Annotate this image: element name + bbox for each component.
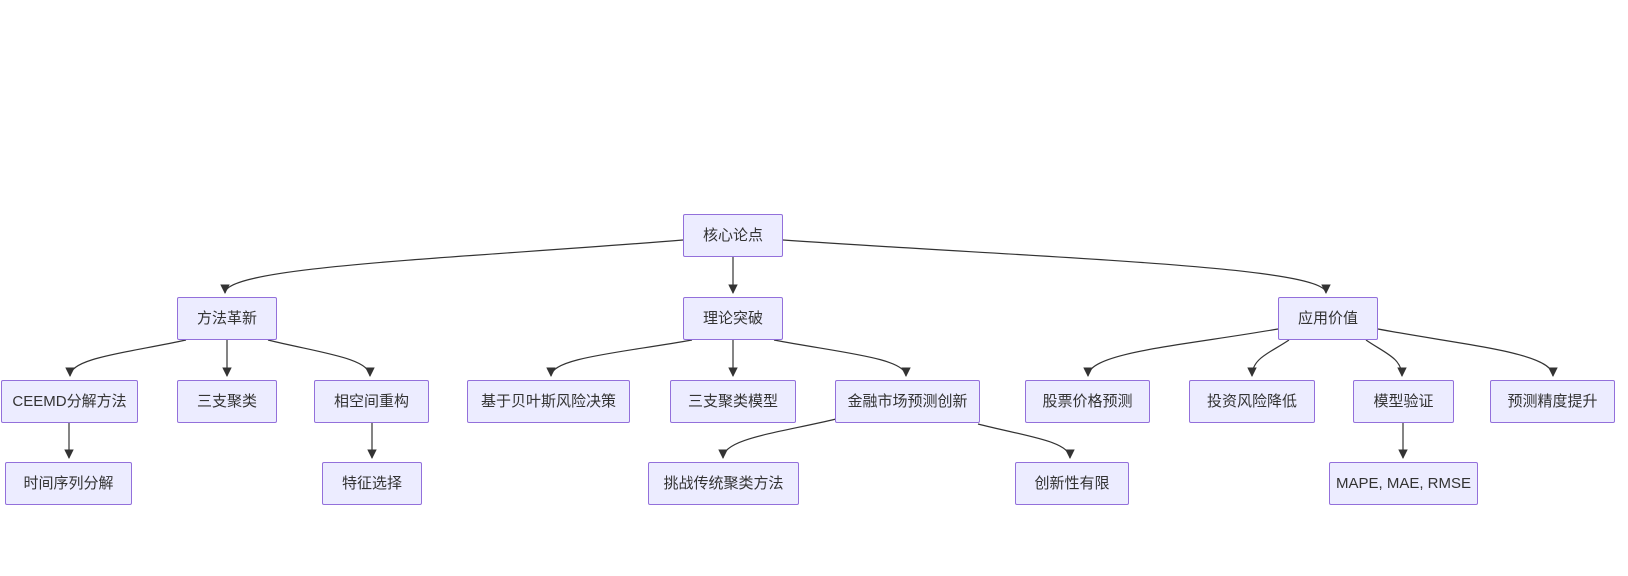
node-label: 挑战传统聚类方法 <box>663 475 784 492</box>
node-label: 方法革新 <box>196 310 257 327</box>
node-stock-price-prediction: 股票价格预测 <box>1025 380 1150 423</box>
node-label: 时间序列分解 <box>23 475 114 492</box>
node-label: MAPE, MAE, RMSE <box>1335 475 1472 492</box>
node-label: 理论突破 <box>702 310 763 327</box>
node-limited-innovation: 创新性有限 <box>1015 462 1129 505</box>
edge-application-value-to-prediction-accuracy-improvement <box>1377 328 1558 377</box>
node-label: 金融市场预测创新 <box>847 393 968 410</box>
node-bayesian-risk-decision: 基于贝叶斯风险决策 <box>467 380 630 423</box>
node-label: 应用价值 <box>1297 310 1358 327</box>
node-ceemd-decomposition: CEEMD分解方法 <box>1 380 138 423</box>
node-three-way-clustering-model: 三支聚类模型 <box>670 380 796 423</box>
node-phase-space-reconstruction: 相空间重构 <box>314 380 429 423</box>
node-label: CEEMD分解方法 <box>12 393 127 410</box>
edge-financial-market-prediction-innovation-to-limited-innovation <box>977 423 1075 459</box>
node-label: 三支聚类 <box>196 393 257 410</box>
node-label: 预测精度提升 <box>1507 393 1598 410</box>
node-investment-risk-reduction: 投资风险降低 <box>1189 380 1315 423</box>
node-prediction-accuracy-improvement: 预测精度提升 <box>1490 380 1615 423</box>
node-feature-selection: 特征选择 <box>322 462 422 505</box>
edge-financial-market-prediction-innovation-to-challenge-traditional-clustering <box>718 418 837 459</box>
node-label: 创新性有限 <box>1034 475 1110 492</box>
edge-application-value-to-stock-price-prediction <box>1083 328 1279 377</box>
node-financial-market-prediction-innovation: 金融市场预测创新 <box>835 380 980 423</box>
edge-core-thesis-to-application-value <box>782 239 1331 294</box>
node-theory-breakthrough: 理论突破 <box>683 297 783 340</box>
edge-method-innovation-to-ceemd-decomposition <box>65 339 187 377</box>
node-three-way-clustering: 三支聚类 <box>177 380 277 423</box>
node-label: 特征选择 <box>341 475 402 492</box>
node-core-thesis: 核心论点 <box>683 214 783 257</box>
node-label: 投资风险降低 <box>1206 393 1297 410</box>
node-label: 基于贝叶斯风险决策 <box>480 393 616 410</box>
node-label: 三支聚类模型 <box>687 393 778 410</box>
node-label: 相空间重构 <box>333 393 409 410</box>
node-method-innovation: 方法革新 <box>177 297 277 340</box>
edge-method-innovation-to-phase-space-reconstruction <box>267 339 375 377</box>
node-challenge-traditional-clustering: 挑战传统聚类方法 <box>648 462 799 505</box>
node-label: 股票价格预测 <box>1042 393 1133 410</box>
node-model-validation: 模型验证 <box>1353 380 1454 423</box>
edge-theory-breakthrough-to-bayesian-risk-decision <box>546 339 693 377</box>
node-label: 模型验证 <box>1373 393 1434 410</box>
node-time-series-decomposition: 时间序列分解 <box>5 462 132 505</box>
edge-core-thesis-to-method-innovation <box>220 239 684 294</box>
node-evaluation-metrics: MAPE, MAE, RMSE <box>1329 462 1478 505</box>
edge-theory-breakthrough-to-financial-market-prediction-innovation <box>773 339 911 377</box>
edge-application-value-to-model-validation <box>1365 339 1407 377</box>
edge-application-value-to-investment-risk-reduction <box>1247 339 1290 377</box>
node-application-value: 应用价值 <box>1278 297 1378 340</box>
node-label: 核心论点 <box>702 227 763 244</box>
